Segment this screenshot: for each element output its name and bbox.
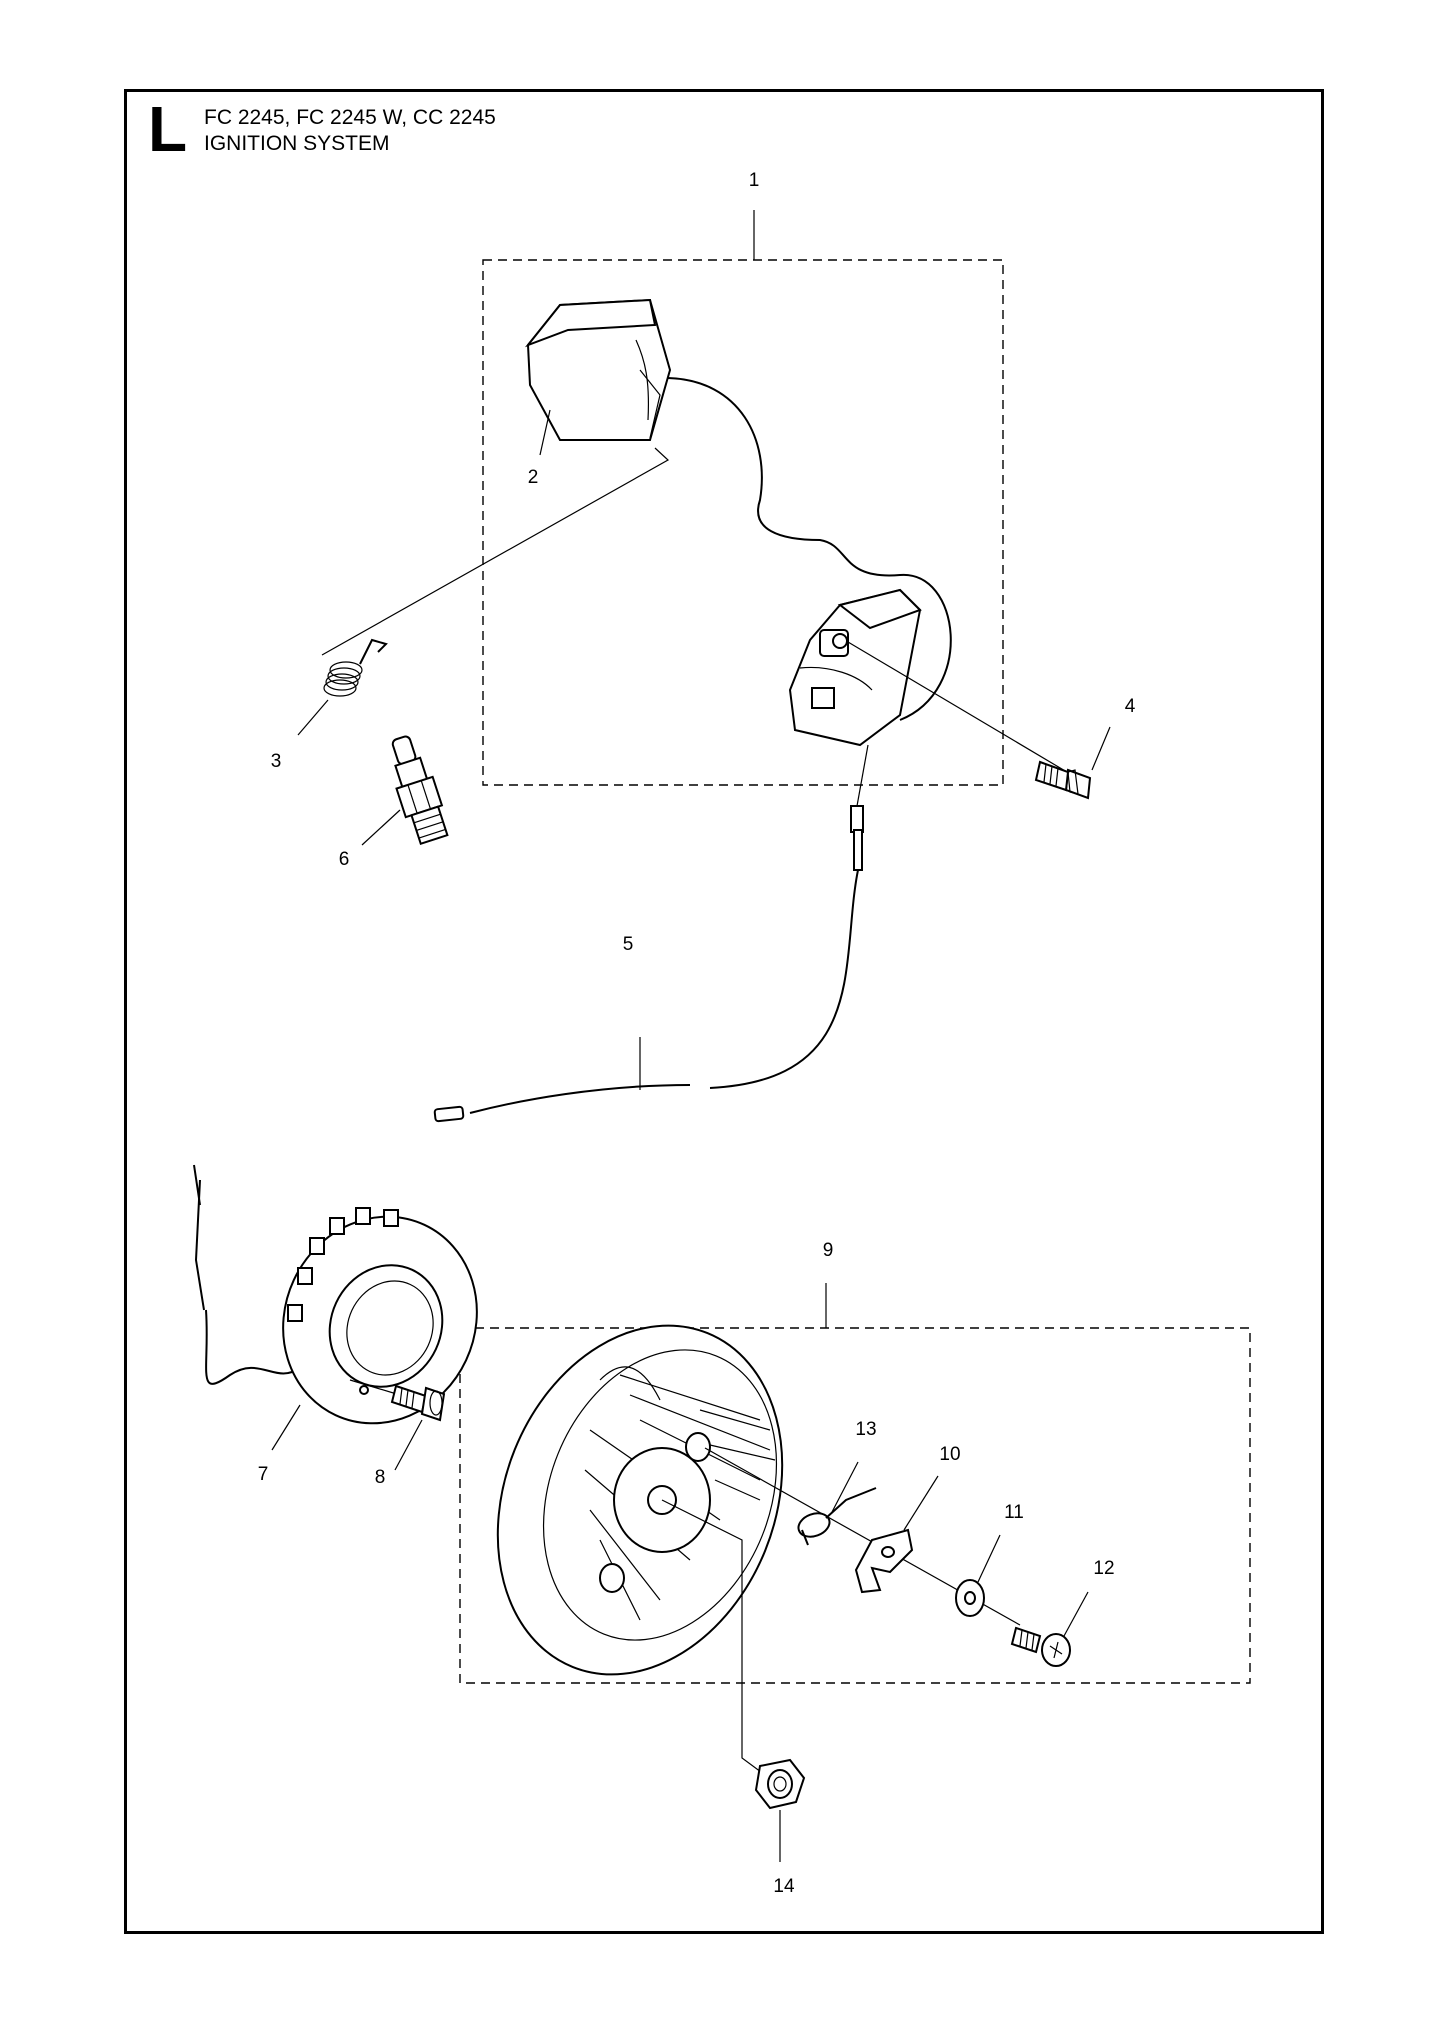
leader-3 — [297, 699, 329, 736]
module-screw — [1034, 760, 1092, 800]
leader-4-line — [847, 641, 1073, 776]
section-letter: L — [148, 93, 188, 165]
ignition-coil — [193, 1164, 478, 1425]
leader-2-spring — [321, 447, 670, 656]
spark-plug — [391, 735, 449, 846]
callout-9: 9 — [823, 1240, 834, 1261]
callout-14: 14 — [773, 1876, 795, 1897]
callout-12: 12 — [1093, 1558, 1114, 1579]
leader-7 — [271, 1404, 301, 1451]
callout-5: 5 — [623, 934, 634, 955]
spark-plug-spring — [323, 638, 388, 697]
leader-10 — [903, 1475, 939, 1531]
leader-nut-axis — [661, 1499, 766, 1776]
leader-2 — [539, 409, 551, 456]
starter-pawl — [854, 1528, 914, 1594]
flywheel-nut — [754, 1758, 806, 1810]
leader-6 — [361, 809, 401, 846]
ignition-module — [788, 588, 922, 747]
flywheel — [496, 1324, 784, 1676]
leader-coil-screw — [349, 1379, 401, 1396]
short-circuit-wire — [433, 805, 864, 1123]
flywheel-screw — [1010, 1626, 1071, 1667]
callout-6: 6 — [339, 849, 350, 870]
callout-7: 7 — [258, 1464, 269, 1485]
callout-2: 2 — [528, 467, 539, 488]
ignition-lead — [667, 377, 952, 721]
leader-4 — [1091, 726, 1111, 771]
leader-11 — [977, 1534, 1001, 1583]
leader-12 — [1063, 1591, 1089, 1637]
spark-plug-boot — [524, 298, 672, 441]
callout-11: 11 — [1004, 1502, 1024, 1523]
leader-13 — [831, 1461, 859, 1513]
page-frame — [124, 89, 1324, 1934]
callout-3: 3 — [271, 751, 282, 772]
callout-13: 13 — [855, 1419, 876, 1440]
leader-module-wire — [856, 744, 869, 807]
callout-1: 1 — [749, 170, 760, 191]
group-box-1 — [482, 259, 1004, 786]
callout-8: 8 — [375, 1467, 386, 1488]
group-box-9 — [459, 1327, 1251, 1684]
washer — [955, 1579, 985, 1617]
model-list: FC 2245, FC 2245 W, CC 2245 — [204, 106, 496, 129]
coil-screw — [390, 1384, 446, 1422]
leader-8 — [394, 1419, 423, 1471]
callout-4: 4 — [1125, 696, 1136, 717]
callout-10: 10 — [939, 1444, 960, 1465]
diagram-title: IGNITION SYSTEM — [204, 132, 390, 155]
starter-spring — [797, 1487, 877, 1546]
